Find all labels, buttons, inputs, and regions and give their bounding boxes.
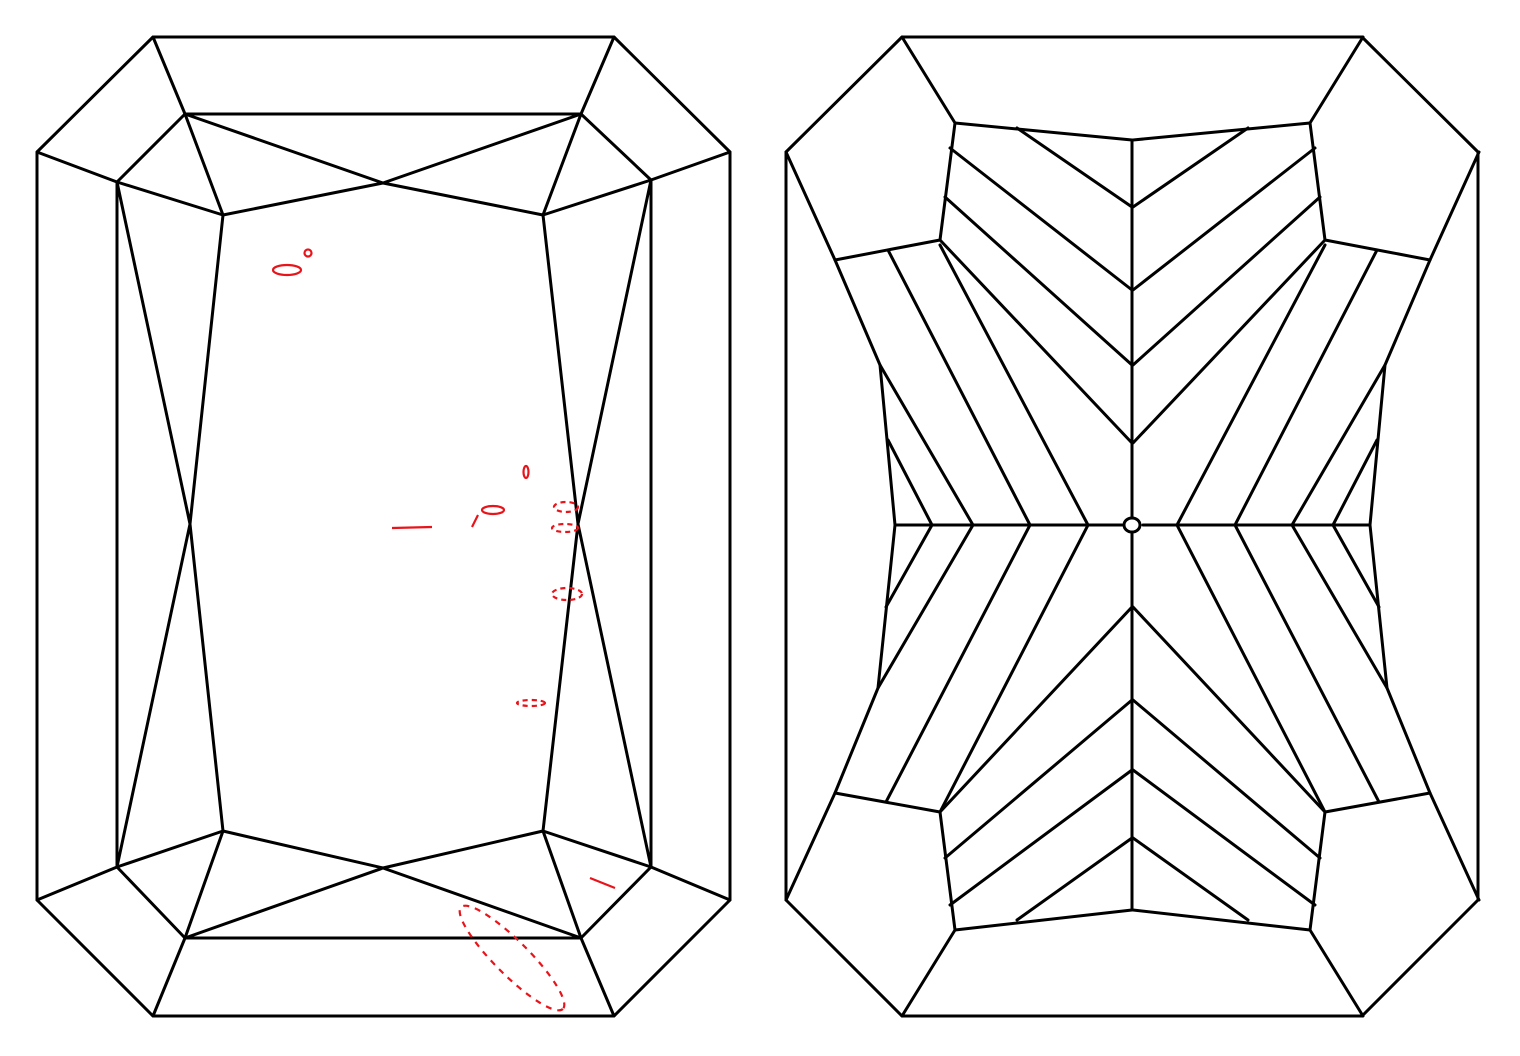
cloud-mark [515,698,547,708]
facet-edge [183,866,583,940]
facet-edge [579,936,616,1018]
crystal-mark [271,263,303,277]
facet-edge [1131,195,1322,367]
facet-edge [938,238,1134,445]
pavilion-diagram [784,35,1481,1018]
facet-edge [1131,836,1250,922]
facet-edge [1428,150,1481,262]
crystal-mark [480,504,506,516]
facet-edge [151,936,187,1018]
facet-edge [878,363,975,527]
facet-edge [1131,698,1322,860]
facet-edge [1233,523,1381,804]
facet-edge [784,150,837,262]
facet-edge [1308,791,1432,932]
facet-edge [1428,791,1481,902]
cloud-mark [550,586,584,602]
facet-edge [649,865,732,902]
facet-edge [948,146,1134,292]
facet-edge [1331,438,1379,527]
facet-edge [579,35,616,116]
facet-edge [886,438,934,527]
facet-edge [900,35,957,125]
cloud-mark [458,904,566,1012]
facet-edge [1015,126,1134,209]
pinpoint-mark [303,248,313,258]
facet-edge [541,112,583,940]
cloud-mark [550,522,580,534]
facet-edge [1131,238,1327,445]
facet-edge [1308,35,1365,125]
facet-edge [938,605,1134,814]
culet [1122,516,1142,534]
facet-edge [35,865,119,902]
facet-edge [1131,126,1250,209]
facet-edge [183,112,583,185]
facet-edge [948,768,1134,907]
cloud-mark [552,500,580,514]
facet-edge [1308,121,1432,262]
facet-edge [900,928,957,1018]
facet-edge [1131,605,1327,814]
facet-edge [35,150,119,184]
inclusion-marks [271,248,616,1012]
facet-edge [833,258,897,795]
facet-edge [884,523,1032,804]
feather-mark [471,514,479,528]
facet-edge [576,178,653,869]
facet-edge [649,150,732,182]
facet-edge [943,698,1134,860]
facet-edge [115,112,653,940]
facet-edge [884,523,934,609]
crown-diagram [35,35,732,1018]
facet-edge [833,791,957,932]
facet-edge [1175,523,1327,814]
facet-edge [1233,248,1379,527]
facet-edge [1368,258,1432,795]
feather-mark [589,876,616,890]
facet-edge [938,523,1090,814]
facet-edge [1308,928,1365,1018]
facet-edge [833,121,957,262]
facet-edge [876,523,975,690]
facet-edge [938,243,1090,527]
facet-edge [1290,363,1387,527]
facet-edge [1131,768,1317,907]
facet-edge [943,195,1134,367]
facet-edge [886,248,1032,527]
facet-edge [115,829,653,870]
facet-edge [1331,523,1381,609]
facet-edge [1131,908,1312,932]
facet-edge [115,180,192,869]
crystal-mark [522,464,530,480]
facet-edge [1175,243,1327,527]
facet-edge [1015,836,1134,922]
facet-edge [1131,121,1312,142]
facet-edge [115,178,653,217]
facet-edge [1290,523,1389,690]
facet-edge [1131,146,1317,292]
facet-edge [953,908,1134,932]
facet-edge [151,35,187,116]
facet-edge [784,791,837,902]
feather-mark [391,525,433,530]
facet-edge [953,121,1134,142]
